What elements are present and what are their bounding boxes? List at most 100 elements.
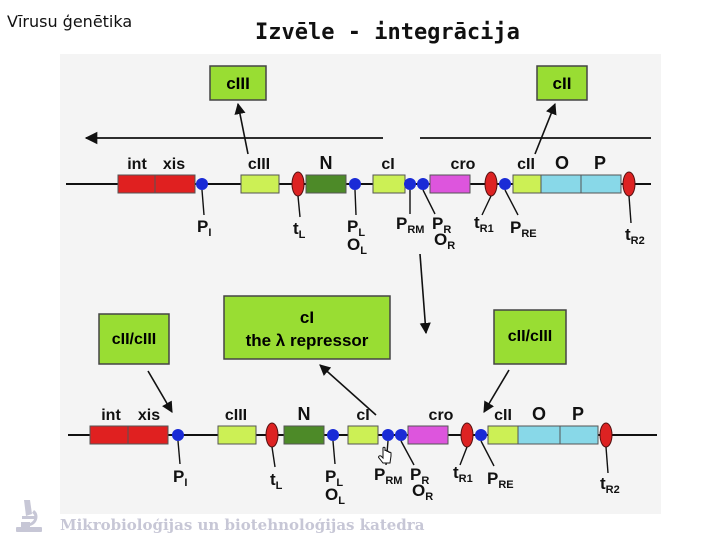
top-PRM-site: PRM — [396, 214, 424, 236]
bottom-cII-label: cII — [494, 407, 512, 424]
top-tR1-terminator — [484, 171, 498, 197]
microscope-logo-icon — [16, 500, 42, 532]
top-tR2-terminator — [622, 171, 636, 197]
bottom-cro-gene — [407, 425, 449, 445]
cIII-protein-box — [209, 65, 267, 101]
bottom-int-gene — [89, 425, 129, 445]
top-OR-site: OR — [434, 230, 455, 252]
bottom-OL-site: OL — [325, 485, 345, 507]
bottom-tL-site: tL — [270, 470, 283, 492]
bottom-int-label: int — [101, 407, 121, 424]
cI-to-repressor-arrow — [319, 364, 377, 416]
top-OL-site: OL — [347, 235, 367, 257]
bottom-P-gene — [559, 425, 599, 445]
bottom-PI-site: PI — [173, 467, 187, 489]
top-cro-gene — [429, 174, 471, 194]
cII-protein-box — [536, 65, 588, 101]
course-name: Vīrusu ģenētika — [7, 12, 133, 31]
top-int-label: int — [127, 156, 147, 173]
cII-protein-label: cII — [553, 74, 572, 93]
top-cII-label: cII — [517, 156, 535, 173]
top-PI-promoter — [196, 178, 208, 190]
top-PI-site: PI — [197, 217, 211, 239]
bottom-PRM-promoter — [382, 429, 394, 441]
top-cI-label: cI — [381, 156, 394, 173]
top-cII-gene — [512, 174, 542, 194]
top-tL-pointer — [297, 195, 301, 218]
cII-to-box-arrow — [534, 102, 557, 155]
top-xis-gene — [154, 174, 196, 194]
top-PRE-promoter — [499, 178, 511, 190]
bottom-PRE-site: PRE — [487, 469, 514, 491]
top-cI-gene — [372, 174, 406, 194]
top-xis-label: xis — [163, 156, 185, 173]
top-PR-promoter — [417, 178, 429, 190]
hand-cursor-icon — [378, 446, 392, 464]
bottom-PRE-pointer — [480, 440, 495, 467]
top-PRE-site: PRE — [510, 218, 537, 240]
cI-repressor-box — [223, 295, 391, 360]
top-tL-site: tL — [293, 219, 306, 241]
bottom-cI-gene — [347, 425, 379, 445]
bottom-O-gene — [517, 425, 561, 445]
bottom-xis-label: xis — [138, 407, 160, 424]
top-N-label: N — [320, 153, 333, 173]
top-PRE-pointer — [504, 189, 519, 216]
top-int-gene — [117, 174, 156, 194]
top-cIII-gene — [240, 174, 280, 194]
bottom-tR1-site: tR1 — [453, 463, 473, 485]
cI-gene-to-repressor-arrow — [419, 253, 431, 335]
top-PL-pointer — [354, 189, 357, 216]
bottom-P-label: P — [572, 404, 584, 424]
bottom-PI-promoter — [172, 429, 184, 441]
bottom-cII-gene — [487, 425, 519, 445]
top-N-gene — [305, 174, 347, 194]
bottom-O-label: O — [532, 404, 546, 424]
right-activation-arrow — [483, 369, 510, 413]
bottom-cIII-gene — [217, 425, 257, 445]
bottom-PL-promoter — [327, 429, 339, 441]
top-tR1-pointer — [481, 195, 492, 216]
cII-cIII-left-box — [98, 313, 170, 365]
bottom-N-label: N — [298, 404, 311, 424]
cI-repressor-title: cI — [300, 308, 314, 327]
left-activation-arrow — [147, 370, 173, 413]
bottom-xis-gene — [127, 425, 169, 445]
bottom-cIII-label: cIII — [225, 407, 247, 424]
bottom-tR1-terminator — [460, 422, 474, 448]
top-O-label: O — [555, 153, 569, 173]
top-PR-pointer — [422, 189, 436, 215]
top-tR2-site: tR2 — [625, 225, 645, 247]
bottom-tR2-pointer — [605, 446, 609, 474]
top-PRM-promoter — [404, 178, 416, 190]
cII-cIII-right-label: cII/cIII — [508, 328, 552, 345]
top-PL-promoter — [349, 178, 361, 190]
diagram-panel — [60, 54, 661, 514]
top-PL-site: PL — [347, 217, 365, 239]
bottom-PRE-promoter — [475, 429, 487, 441]
cII-cIII-right-box — [493, 309, 567, 365]
cII-cIII-left-label: cII/cIII — [112, 331, 156, 348]
bottom-PRM-site: PRM — [374, 465, 402, 487]
top-tR2-pointer — [628, 195, 632, 224]
top-PI-pointer — [201, 189, 205, 216]
slide-title: Izvēle - integrācija — [255, 20, 520, 45]
department-footer: Mikrobioloģijas un biotehnoloģijas kated… — [60, 516, 425, 534]
bottom-tR1-pointer — [459, 446, 468, 466]
bottom-tL-pointer — [271, 446, 276, 468]
top-tL-terminator — [291, 171, 305, 197]
bottom-PR-promoter — [395, 429, 407, 441]
bottom-tL-terminator — [265, 422, 279, 448]
bottom-cI-label: cI — [356, 407, 369, 424]
bottom-tR2-terminator — [599, 422, 613, 448]
bottom-N-gene — [283, 425, 325, 445]
top-P-label: P — [594, 153, 606, 173]
top-PR-site: PR — [432, 214, 451, 236]
bottom-tR2-site: tR2 — [600, 474, 620, 496]
bottom-PL-pointer — [332, 440, 336, 465]
cIII-to-box-arrow — [234, 102, 249, 155]
top-cro-label: cro — [451, 156, 476, 173]
cI-repressor-subtitle: the λ repressor — [246, 331, 369, 350]
bottom-PL-site: PL — [325, 467, 343, 489]
